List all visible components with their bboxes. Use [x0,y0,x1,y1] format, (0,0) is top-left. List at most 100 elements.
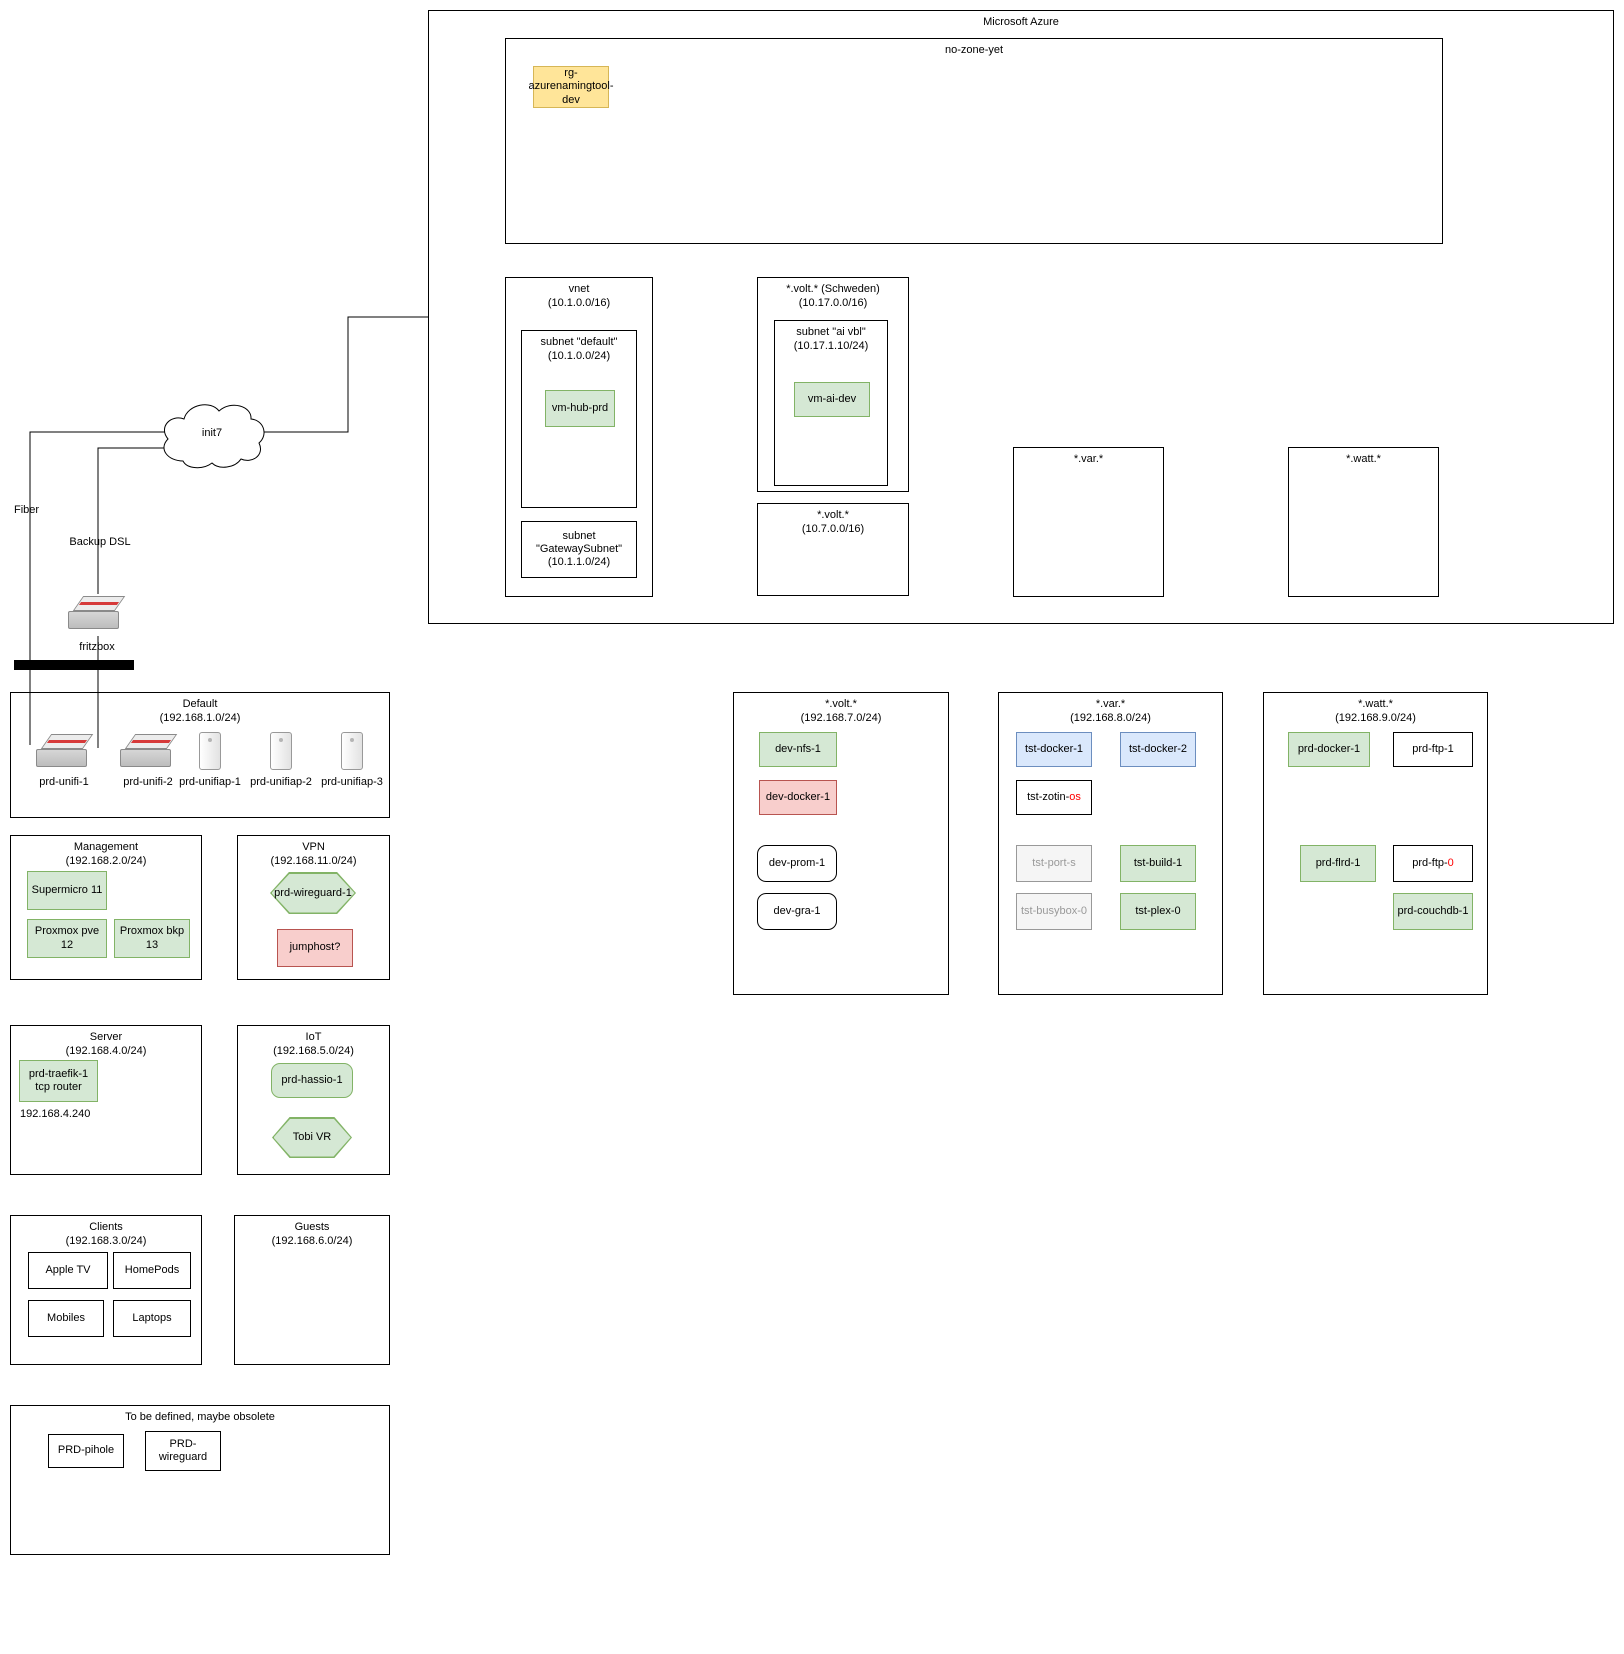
subnet-ai-vbl-container: subnet "ai vbl" (10.17.1.10/24) [774,320,888,486]
zone-server-cidr: (192.168.4.0/24) [65,1045,147,1058]
zone-iot-title: IoT [305,1031,322,1043]
zone-management: Management (192.168.2.0/24) [10,835,202,980]
zone-guests-title: Guests [294,1221,330,1233]
lan-backbone-bar [14,660,134,670]
azure-volt-10-7-cidr: (10.7.0.0/16) [801,523,865,536]
node-dev-gra-1: dev-gra-1 [757,893,837,930]
node-prd-couchdb-1: prd-couchdb-1 [1393,893,1473,930]
node-apple-tv: Apple TV [28,1252,108,1289]
node-tst-build-1: tst-build-1 [1120,845,1196,882]
zone-watt9-cidr: (192.168.9.0/24) [1335,712,1416,725]
node-prd-docker-1: prd-docker-1 [1288,732,1370,767]
node-jumphost: jumphost? [277,929,353,967]
zone-vpn: VPN (192.168.11.0/24) [237,835,390,980]
volt-schweden-cidr: (10.17.0.0/16) [798,297,868,310]
azure-watt-title: *.watt.* [1346,453,1381,465]
node-tobi-vr: Tobi VR [272,1117,352,1158]
node-subnet-gatewaysubnet: subnet "GatewaySubnet" (10.1.1.0/24) [521,521,637,578]
node-dev-prom-1: dev-prom-1 [757,845,837,882]
zone-vpn-cidr: (192.168.11.0/24) [270,855,357,868]
node-tst-docker-1: tst-docker-1 [1016,732,1092,767]
subnet-ai-vbl-cidr: (10.17.1.10/24) [793,340,869,353]
node-laptops: Laptops [113,1300,191,1337]
subnet-default-title: subnet "default" [540,336,618,348]
prd-ftp-0-prefix: prd-ftp- [1412,856,1448,869]
node-proxmox-bkp-13: Proxmox bkp 13 [114,919,190,958]
tobi-vr-label: Tobi VR [292,1131,332,1144]
node-supermicro-11: Supermicro 11 [27,871,107,910]
subnet-default-cidr: (10.1.0.0/24) [547,350,611,363]
tst-zotin-suffix: os [1069,790,1081,803]
azure-watt-container: *.watt.* [1288,447,1439,597]
azure-var-title: *.var.* [1073,453,1104,465]
zone-clients-title: Clients [89,1221,123,1233]
zone-var8-title: *.var.* [1095,698,1126,710]
zone-watt-9: *.watt.* (192.168.9.0/24) [1263,692,1488,995]
zone-server: Server (192.168.4.0/24) [10,1025,202,1175]
node-proxmox-pve-12: Proxmox pve 12 [27,919,107,958]
prd-unifiap-3-ap-icon [341,732,363,770]
azure-vnet-container: vnet (10.1.0.0/16) [505,277,653,597]
zone-var-8: *.var.* (192.168.8.0/24) [998,692,1223,995]
subnet-gateway-cidr: (10.1.1.0/24) [547,556,611,569]
prd-unifi-2-router-icon [120,732,178,770]
node-homepods: HomePods [113,1252,191,1289]
subnet-ai-vbl-title: subnet "ai vbl" [796,326,866,338]
fritzbox-router-icon [68,594,126,632]
node-tst-plex-0: tst-plex-0 [1120,893,1196,930]
backup-dsl-link-label: Backup DSL [69,536,131,548]
vnet-title: vnet [568,283,590,295]
node-prd-wireguard-1: prd-wireguard-1 [270,872,356,914]
zone-vpn-title: VPN [302,841,325,853]
edge-backup-dsl [97,447,178,594]
prd-unifiap-3-label: prd-unifiap-3 [321,776,383,788]
zone-clients-cidr: (192.168.3.0/24) [65,1235,147,1248]
zone-management-title: Management [73,841,139,853]
node-prd-ftp-1: prd-ftp-1 [1393,732,1473,767]
zone-guests: Guests (192.168.6.0/24) [234,1215,390,1365]
azure-volt-10-7-container: *.volt.* (10.7.0.0/16) [757,503,909,596]
node-vm-hub-prd: vm-hub-prd [545,390,615,427]
prd-unifiap-2-label: prd-unifiap-2 [250,776,312,788]
prd-traefik-1-line2: tcp router [35,1081,82,1093]
node-tst-docker-2: tst-docker-2 [1120,732,1196,767]
fiber-link-label: Fiber [14,504,40,516]
zone-volt-7: *.volt.* (192.168.7.0/24) [733,692,949,995]
node-prd-flrd-1: prd-flrd-1 [1300,845,1376,882]
zone-var8-cidr: (192.168.8.0/24) [1070,712,1151,725]
zone-iot-cidr: (192.168.5.0/24) [273,1045,354,1058]
zone-iot: IoT (192.168.5.0/24) [237,1025,390,1175]
node-prd-ftp-0: prd-ftp-0 [1393,845,1473,882]
internet-cloud-label: init7 [201,427,223,439]
tst-zotin-prefix: tst-zotin- [1027,790,1070,803]
hexagon-fill [271,873,355,913]
node-tst-port-s: tst-port-s [1016,845,1092,882]
zone-to-be-defined: To be defined, maybe obsolete [10,1405,390,1555]
azure-title: Microsoft Azure [983,16,1059,28]
node-prd-pihole: PRD-pihole [48,1434,124,1468]
prd-unifi-1-router-icon [36,732,94,770]
prd-wireguard-1-label: prd-wireguard-1 [274,886,352,899]
zone-clients: Clients (192.168.3.0/24) [10,1215,202,1365]
node-mobiles: Mobiles [28,1300,104,1337]
zone-guests-cidr: (192.168.6.0/24) [271,1235,353,1248]
node-dev-nfs-1: dev-nfs-1 [759,732,837,767]
zone-default-cidr: (192.168.1.0/24) [159,712,241,725]
node-prd-traefik-1: prd-traefik-1 tcp router [19,1060,98,1102]
azure-var-container: *.var.* [1013,447,1164,597]
prd-unifiap-1-label: prd-unifiap-1 [179,776,241,788]
azure-no-zone-yet-container: no-zone-yet [505,38,1443,244]
zone-tbd-title: To be defined, maybe obsolete [125,1411,275,1423]
azure-volt-schweden-container: *.volt.* (Schweden) (10.17.0.0/16) [757,277,909,492]
no-zone-yet-title: no-zone-yet [944,44,1004,56]
subnet-default-container: subnet "default" (10.1.0.0/24) [521,330,637,508]
prd-traefik-1-line1: prd-traefik-1 [28,1067,89,1080]
azure-volt-10-7-title: *.volt.* [817,509,849,521]
subnet-gateway-line1: subnet [562,529,596,542]
hexagon-fill [273,1118,351,1157]
node-prd-hassio-1: prd-hassio-1 [271,1063,353,1098]
node-tst-busybox-0: tst-busybox-0 [1016,893,1092,930]
zone-watt9-title: *.watt.* [1358,698,1393,710]
node-tst-zotin-os: tst-zotin-os [1016,780,1092,815]
